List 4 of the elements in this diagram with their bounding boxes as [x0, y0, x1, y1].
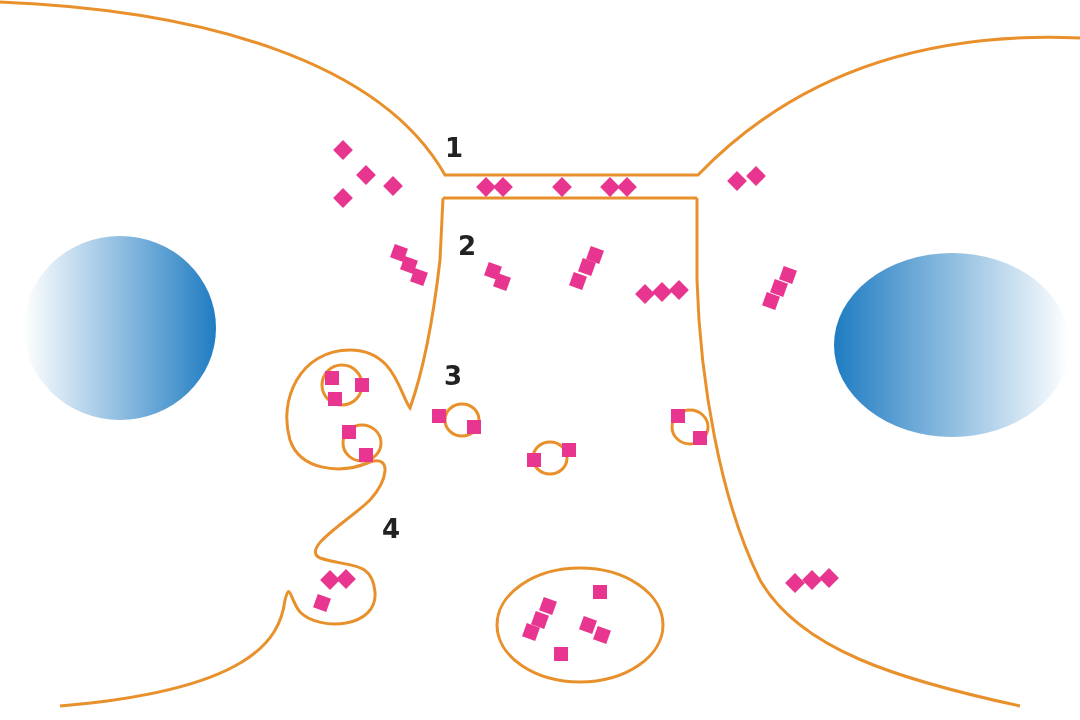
callout-number: 2	[458, 233, 477, 259]
callout-number: 3	[444, 363, 463, 389]
callout-number: 4	[382, 516, 401, 542]
callout-number: 1	[445, 135, 464, 161]
